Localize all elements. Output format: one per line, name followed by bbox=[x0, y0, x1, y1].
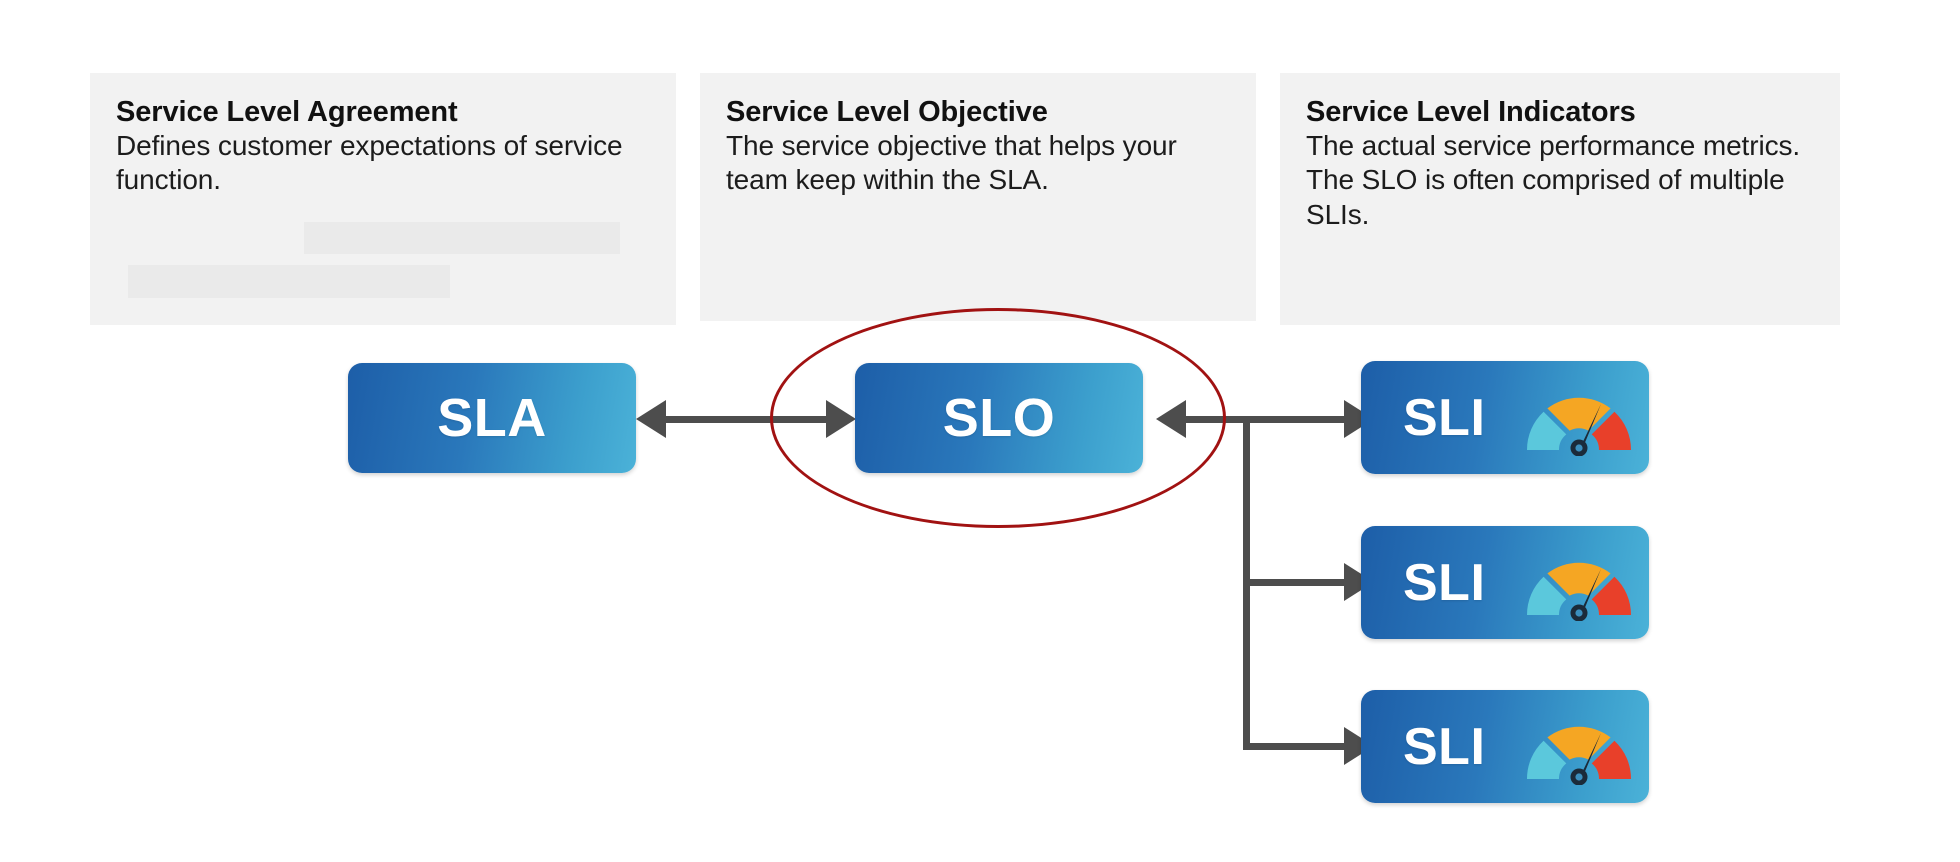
card-sla-body: Defines customer expectations of service… bbox=[116, 130, 623, 196]
node-sla[interactable]: SLA bbox=[348, 363, 636, 473]
card-slo-title: Service Level Objective bbox=[726, 96, 1048, 128]
node-slo[interactable]: SLO bbox=[855, 363, 1143, 473]
node-slo-label: SLO bbox=[942, 388, 1056, 448]
gauge-icon bbox=[1527, 562, 1632, 621]
node-sli-3[interactable]: SLI bbox=[1361, 690, 1649, 803]
skeleton-bar-1 bbox=[304, 222, 620, 254]
gauge-icon bbox=[1527, 397, 1632, 456]
arrow-head-to-slo bbox=[826, 400, 856, 438]
skeleton-bar-2 bbox=[128, 265, 450, 298]
card-sla-title: Service Level Agreement bbox=[116, 96, 458, 128]
card-sli: Service Level Indicators The actual serv… bbox=[1280, 73, 1840, 325]
node-sli-2[interactable]: SLI bbox=[1361, 526, 1649, 639]
connector-branch-sli-3 bbox=[1243, 743, 1358, 750]
gauge-icon bbox=[1527, 726, 1632, 785]
connector-slo-sli-trunk bbox=[1168, 416, 1358, 423]
arrow-head-to-sla bbox=[636, 400, 666, 438]
card-sli-title: Service Level Indicators bbox=[1306, 96, 1636, 128]
card-slo: Service Level Objective The service obje… bbox=[700, 73, 1256, 321]
node-sli-1[interactable]: SLI bbox=[1361, 361, 1649, 474]
arrow-head-to-slo-right bbox=[1156, 400, 1186, 438]
connector-sla-slo bbox=[648, 416, 840, 423]
card-slo-body: The service objective that helps your te… bbox=[726, 130, 1177, 196]
node-sli-1-label: SLI bbox=[1403, 388, 1486, 447]
node-sla-label: SLA bbox=[437, 388, 547, 448]
connector-branch-sli-2 bbox=[1243, 579, 1358, 586]
node-sli-3-label: SLI bbox=[1403, 717, 1486, 776]
card-sli-body: The actual service performance metrics. … bbox=[1306, 130, 1801, 230]
node-sli-2-label: SLI bbox=[1403, 553, 1486, 612]
